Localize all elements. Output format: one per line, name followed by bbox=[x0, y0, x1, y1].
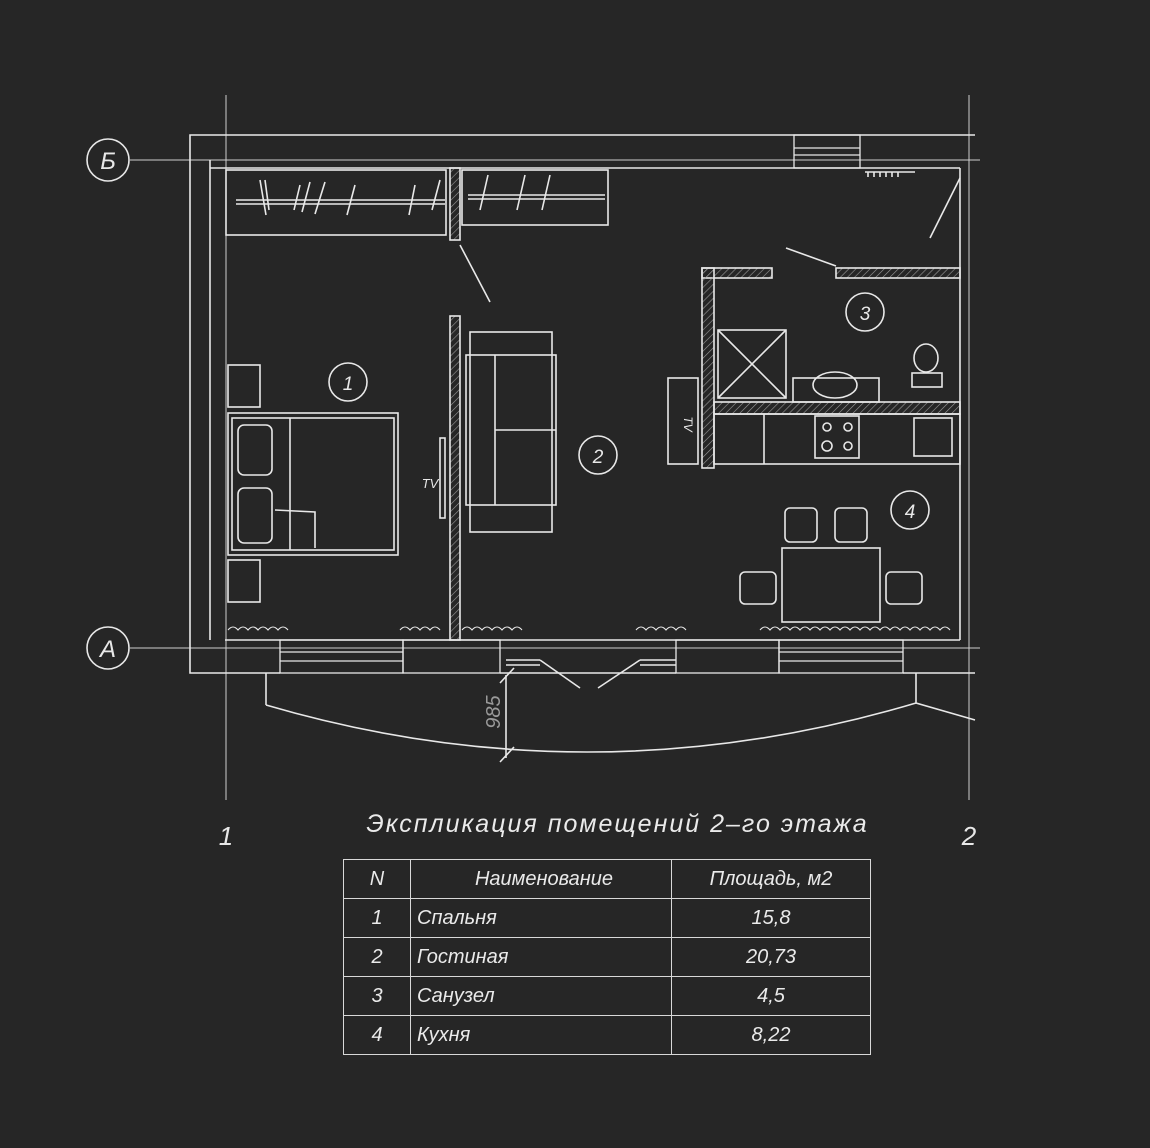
curtains bbox=[227, 626, 951, 631]
table-header-row: N Наименование Площадь, м2 bbox=[343, 859, 871, 899]
nightstand bbox=[227, 559, 261, 603]
row-n: 1 bbox=[343, 898, 411, 938]
row-area: 4,5 bbox=[671, 976, 871, 1016]
dining-table bbox=[781, 547, 881, 623]
header-n: N bbox=[343, 859, 411, 899]
table-row: 4 Кухня 8,22 bbox=[343, 1015, 871, 1055]
axis-label-b: Б bbox=[100, 148, 116, 175]
floor-plan: Б А 1 2 3 4 TV TV 985 bbox=[86, 95, 980, 800]
tv-label: TV bbox=[422, 476, 440, 491]
shower bbox=[717, 329, 787, 399]
tv-wall bbox=[439, 437, 446, 519]
row-area: 20,73 bbox=[671, 937, 871, 977]
kitchen-counter bbox=[713, 413, 961, 465]
bathroom-walls bbox=[701, 267, 961, 469]
explication-table: N Наименование Площадь, м2 1 Спальня 15,… bbox=[343, 859, 871, 1055]
explication-title: Экспликация помещений 2–го этажа bbox=[366, 810, 869, 838]
header-area: Площадь, м2 bbox=[671, 859, 871, 899]
room-number-2: 2 bbox=[592, 447, 604, 468]
row-name: Гостиная bbox=[410, 937, 672, 977]
axis-label-a: А bbox=[98, 636, 116, 663]
room-number-3: 3 bbox=[860, 304, 871, 325]
room-marker bbox=[328, 362, 368, 402]
door-swing bbox=[785, 247, 837, 267]
row-area: 15,8 bbox=[671, 898, 871, 938]
row-name: Спальня bbox=[410, 898, 672, 938]
toilet bbox=[911, 372, 943, 388]
dimension-label: 985 bbox=[483, 694, 505, 728]
room-number-4: 4 bbox=[905, 502, 916, 523]
tv-label: TV bbox=[681, 416, 695, 432]
sofa bbox=[465, 331, 557, 533]
header-name: Наименование bbox=[410, 859, 672, 899]
chairs bbox=[739, 507, 923, 605]
room-marker bbox=[578, 435, 618, 475]
table-row: 1 Спальня 15,8 bbox=[343, 898, 871, 938]
row-n: 3 bbox=[343, 976, 411, 1016]
nightstand bbox=[227, 364, 261, 408]
axis-label-2: 2 bbox=[961, 821, 977, 851]
bed bbox=[227, 412, 399, 556]
axis-marker bbox=[86, 626, 130, 670]
shower bbox=[717, 329, 787, 399]
row-area: 8,22 bbox=[671, 1015, 871, 1055]
table-row: 3 Санузел 4,5 bbox=[343, 976, 871, 1016]
sink bbox=[812, 371, 858, 399]
windows bbox=[279, 134, 904, 674]
axis-marker bbox=[86, 138, 130, 182]
tv-unit bbox=[667, 377, 699, 465]
room-marker bbox=[845, 292, 885, 332]
room-number-1: 1 bbox=[343, 374, 354, 395]
row-n: 2 bbox=[343, 937, 411, 977]
row-name: Кухня bbox=[410, 1015, 672, 1055]
partition-wall bbox=[449, 167, 461, 241]
table-row: 2 Гостиная 20,73 bbox=[343, 937, 871, 977]
door-swing bbox=[929, 177, 961, 239]
toilet bbox=[913, 343, 939, 373]
room-marker bbox=[890, 490, 930, 530]
door-swing bbox=[459, 244, 491, 303]
row-n: 4 bbox=[343, 1015, 411, 1055]
row-name: Санузел bbox=[410, 976, 672, 1016]
axis-label-1: 1 bbox=[218, 821, 234, 851]
wardrobes bbox=[225, 169, 609, 236]
partition-wall bbox=[449, 315, 461, 641]
balcony bbox=[265, 659, 976, 763]
vanity bbox=[792, 377, 880, 403]
